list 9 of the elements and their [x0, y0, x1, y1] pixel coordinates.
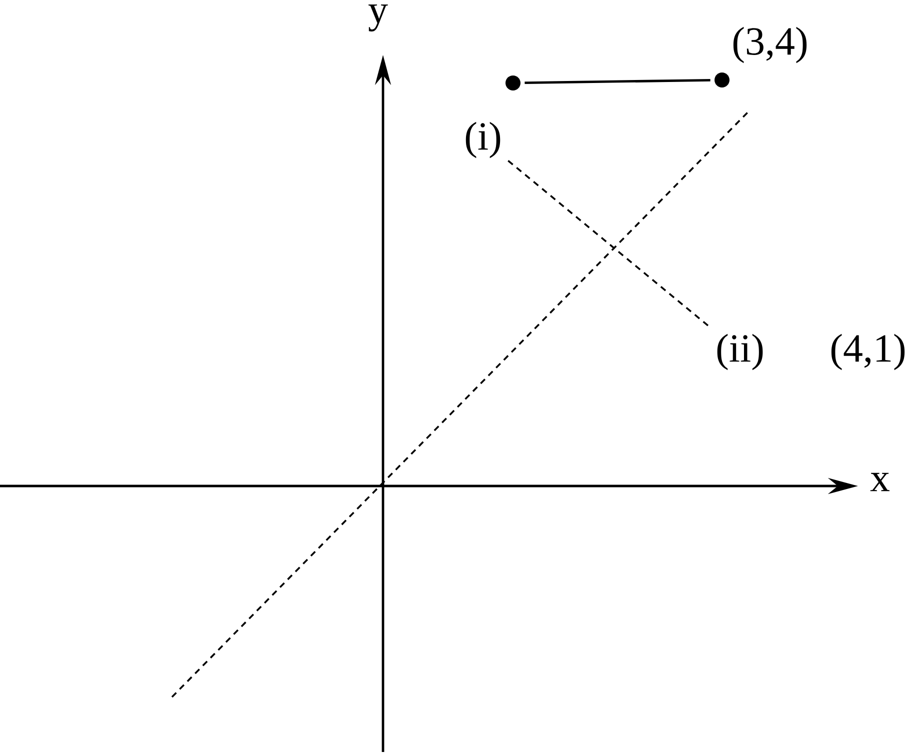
point-label: (i) — [466, 122, 500, 158]
endpoint-dot — [714, 72, 730, 88]
line-segment — [524, 78, 710, 84]
point-label: (ii) — [717, 334, 763, 370]
endpoint-dot — [506, 76, 520, 90]
axis-label: x — [870, 472, 890, 492]
coordinate-label: (3,4) — [733, 26, 807, 64]
coordinate-label: (4,1) — [831, 334, 905, 370]
axis-label: y — [368, 4, 388, 32]
